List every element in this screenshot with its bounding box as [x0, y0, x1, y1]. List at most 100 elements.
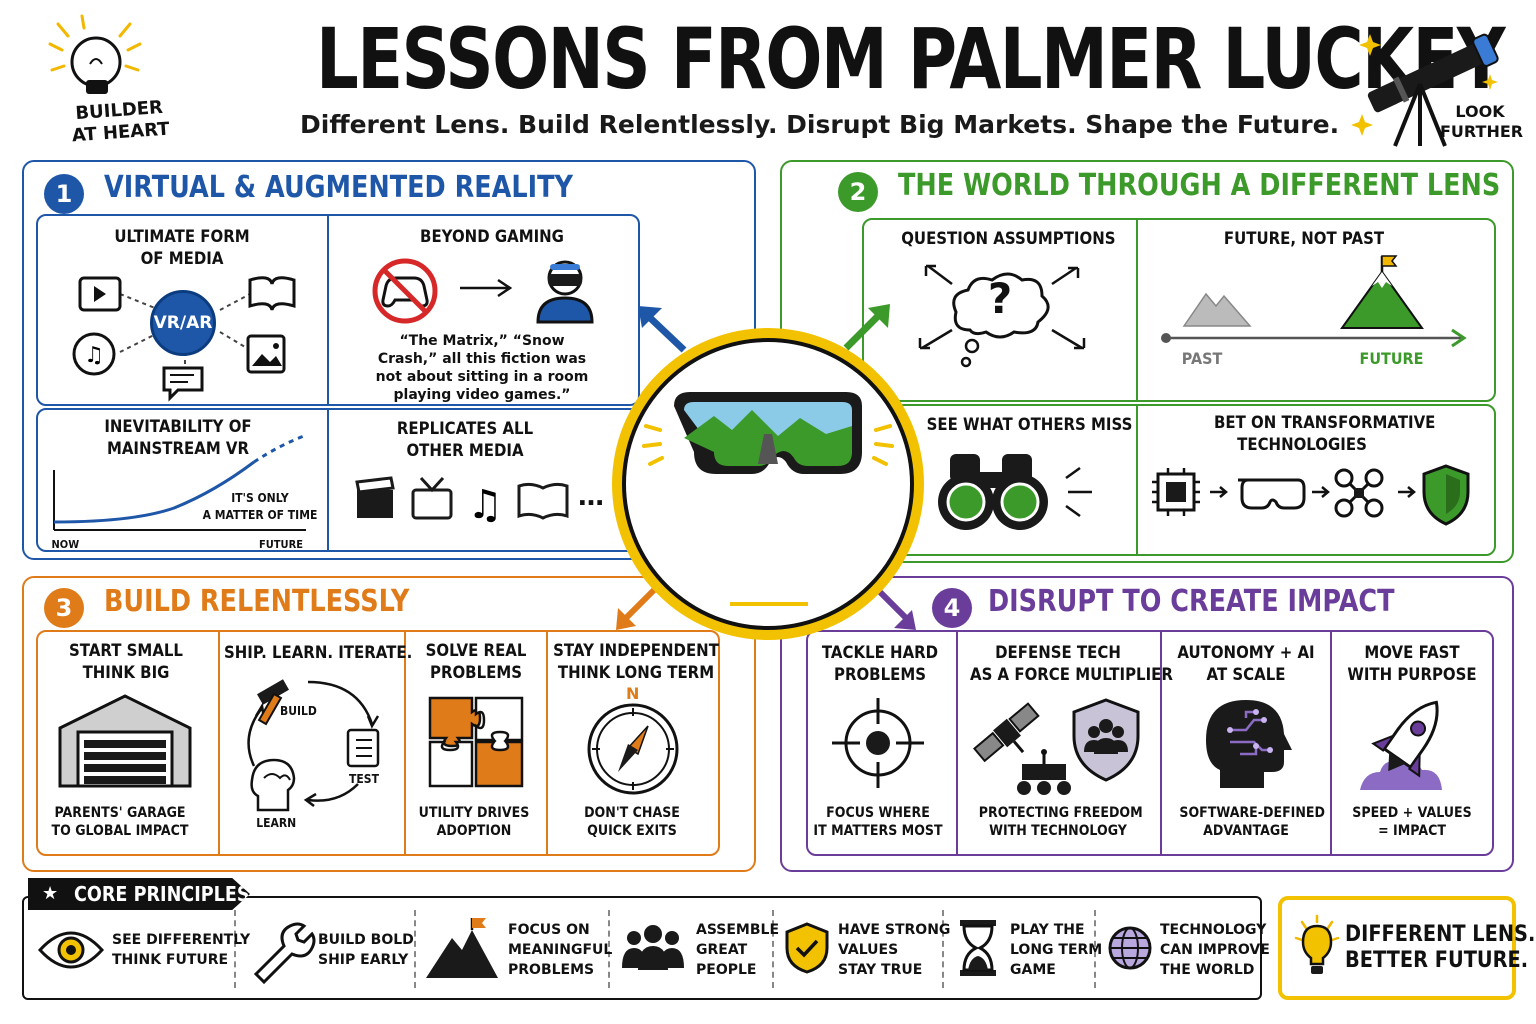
arrow-to-section-1	[638, 306, 687, 353]
arrow-to-section-4	[873, 585, 916, 630]
compass-icon	[587, 703, 679, 795]
section-disrupt: 4 DISRUPT TO CREATE IMPACT	[780, 576, 1514, 872]
eye-icon	[37, 931, 105, 969]
learn-label: LEARN	[256, 816, 297, 830]
rocket-icon	[1360, 700, 1442, 790]
question-mark: ?	[987, 274, 1013, 323]
principles-label-tag: ★ CORE PRINCIPLES	[28, 878, 250, 910]
lens-top-panel	[862, 218, 1496, 402]
wrench-icon	[253, 922, 316, 985]
section-title: DISRUPT TO CREATE IMPACT	[988, 584, 1395, 619]
compass-north: N	[626, 684, 640, 703]
no-gaming-icon	[372, 258, 438, 324]
build-test-learn-cycle	[247, 679, 380, 812]
garage-icon	[58, 694, 192, 788]
media-hub-diagram: ♫	[72, 276, 296, 402]
arrow-to-section-2	[843, 304, 890, 351]
principles-label: CORE PRINCIPLES	[74, 882, 250, 906]
arrow-right-icon	[460, 278, 513, 298]
arrow-to-section-3	[616, 585, 659, 630]
section-number: 4	[932, 588, 972, 628]
svg-text:♫: ♫	[84, 343, 104, 368]
vr-ar-hub: VR/AR	[150, 290, 216, 356]
shield-check-icon	[785, 922, 829, 974]
section-build-relentlessly: 3 BUILD RELENTLESSLY	[22, 576, 756, 872]
puzzle-icon	[428, 696, 524, 788]
svg-text:♫: ♫	[467, 482, 503, 528]
lightbulb-small-icon	[1294, 914, 1340, 974]
thought-cloud-icon	[918, 264, 1086, 368]
people-icon	[622, 925, 684, 970]
question-assumptions-label: QUESTION ASSUMPTIONS	[901, 229, 1116, 249]
binoculars-icon	[938, 454, 1092, 530]
section-number: 2	[838, 172, 878, 212]
axis-future: FUTURE	[259, 538, 303, 551]
section-title: VIRTUAL & AUGMENTED REALITY	[104, 170, 573, 205]
future-not-past-label: FUTURE, NOT PAST	[1223, 229, 1385, 249]
globe-icon	[1108, 926, 1152, 970]
rover-icon	[1017, 749, 1071, 795]
future-label: FUTURE	[1359, 349, 1424, 368]
see-what-others-miss-label: SEE WHAT OTHERS MISS	[926, 415, 1133, 435]
fiction-quote: “The Matrix,” “Snow Crash,” all this fic…	[375, 333, 589, 403]
thesis-underline	[730, 602, 808, 606]
tech-progression-icons	[1152, 464, 1470, 526]
section-number: 3	[44, 588, 84, 628]
build-panel	[36, 630, 720, 856]
ship-learn-iterate-label: SHIP. LEARN. ITERATE.	[224, 643, 413, 663]
satellite-icon	[972, 702, 1040, 763]
test-label: TEST	[349, 772, 379, 786]
ellipsis-text: …	[578, 482, 604, 512]
build-label: BUILD	[280, 704, 317, 718]
media-icons-row: ♫	[355, 476, 569, 528]
callout-text: DIFFERENT LENS.BETTER FUTURE.	[1345, 922, 1536, 973]
vr-headset-icon	[642, 392, 894, 474]
vr-user-icon	[536, 260, 594, 324]
adoption-curve-chart	[53, 434, 306, 531]
central-thesis-circle	[622, 338, 914, 630]
section-vr-ar: 1 VIRTUAL & AUGMENTED REALITY	[22, 160, 756, 560]
past-future-timeline	[1161, 255, 1467, 348]
axis-now: NOW	[51, 538, 80, 551]
brain-circuit-icon	[1206, 700, 1292, 788]
mountain-flag-icon	[426, 918, 498, 978]
lightbulb-icon	[48, 14, 142, 94]
different-lens-callout	[1278, 896, 1516, 1000]
shield-icon	[1072, 698, 1140, 782]
page-subtitle: Different Lens. Build Relentlessly. Disr…	[300, 110, 1340, 139]
past-label: PAST	[1181, 349, 1223, 368]
hourglass-icon	[960, 920, 996, 976]
section-number: 1	[44, 174, 84, 214]
disrupt-panel	[806, 630, 1494, 856]
target-icon	[832, 698, 924, 788]
principles-bar	[22, 896, 1262, 1000]
speed-values-caption: SPEED + VALUES= IMPACT	[1352, 805, 1472, 839]
